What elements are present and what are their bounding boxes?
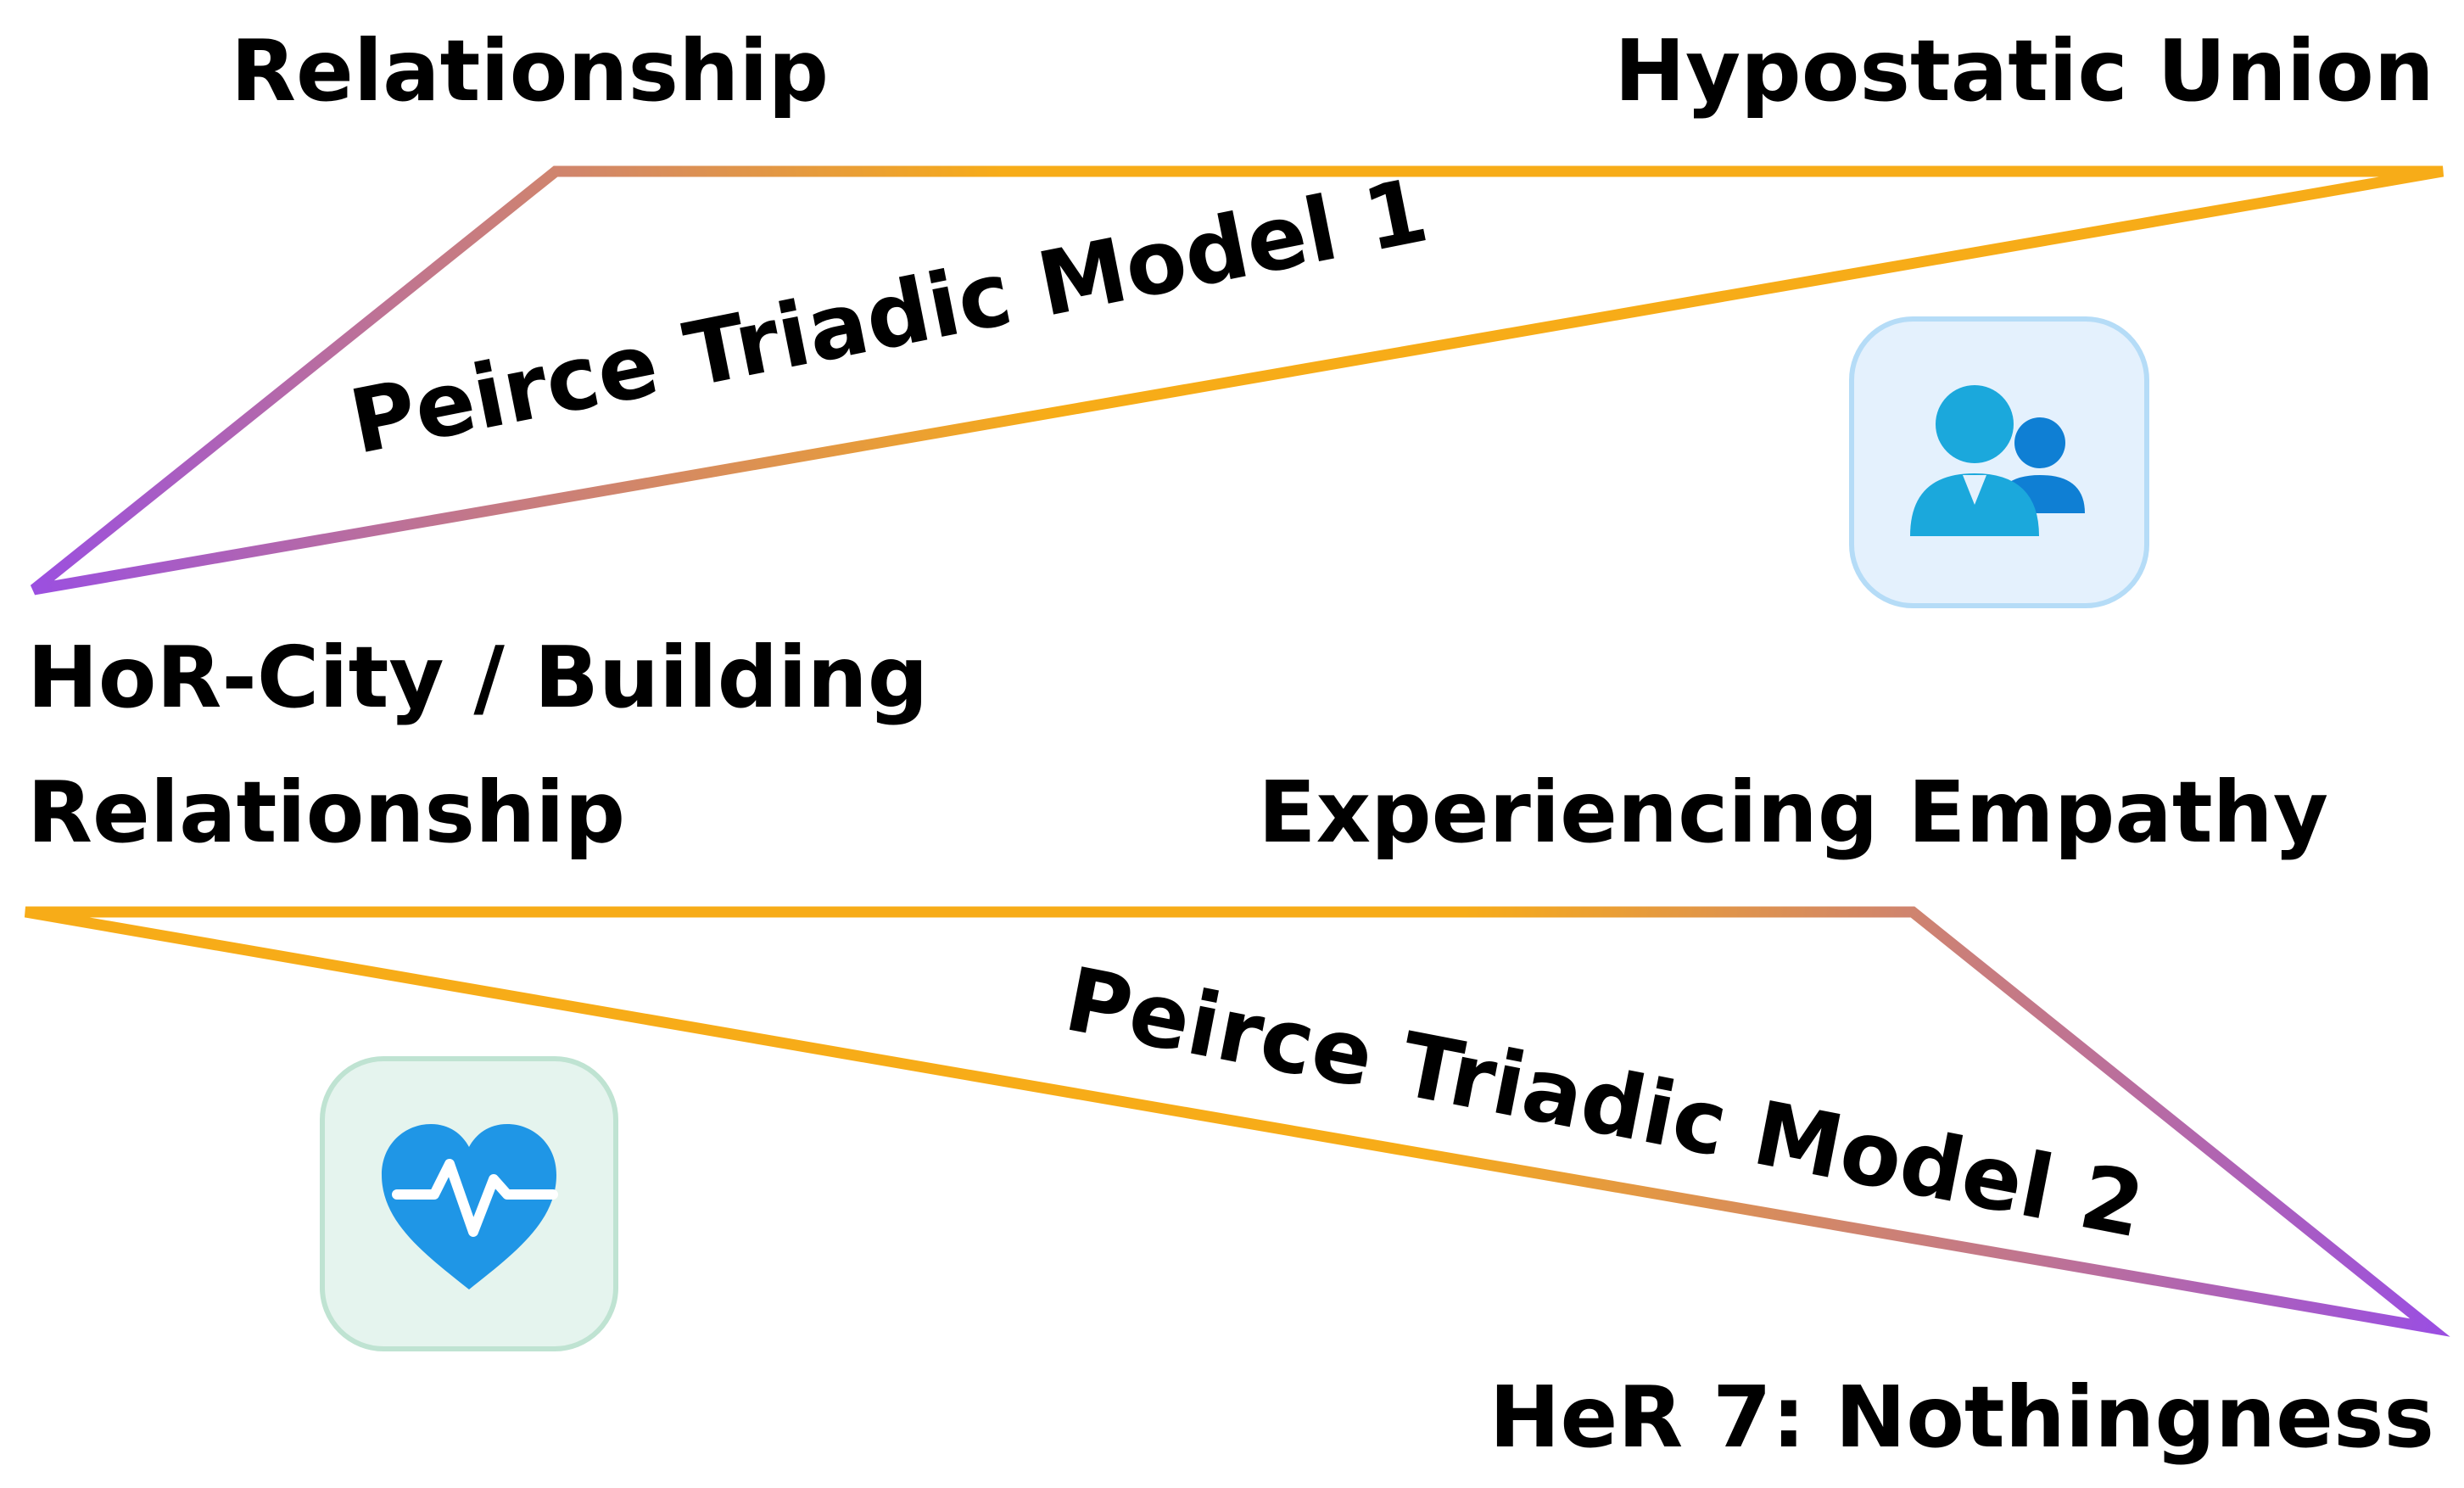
model-1-top-right-label: Hypostatic Union — [1614, 21, 2434, 120]
model-1-bottom-left-label: HoR-City / Building — [27, 628, 928, 727]
model-2-title: Peirce Triadic Model 2 — [1058, 948, 2152, 1258]
heart-icon-tile — [320, 1056, 618, 1351]
model-1-triangle — [30, 165, 2444, 596]
people-icon-tile — [1849, 316, 2149, 608]
model-2-top-right-label: Experiencing Empathy — [1258, 763, 2328, 862]
model-1-group: Relationship Hypostatic Union HoR-City /… — [27, 21, 2444, 727]
people-icon — [1910, 385, 2085, 536]
model-1-top-left-label: Relationship — [231, 21, 829, 120]
model-2-group: Relationship Experiencing Empathy HeR 7:… — [24, 763, 2450, 1467]
heart-pulse-icon — [382, 1124, 558, 1289]
model-2-bottom-right-label: HeR 7: Nothingness — [1489, 1368, 2434, 1467]
people-tile-bg — [1849, 316, 2149, 608]
model-2-triangle — [24, 906, 2450, 1337]
model-2-top-left-label: Relationship — [27, 763, 625, 862]
